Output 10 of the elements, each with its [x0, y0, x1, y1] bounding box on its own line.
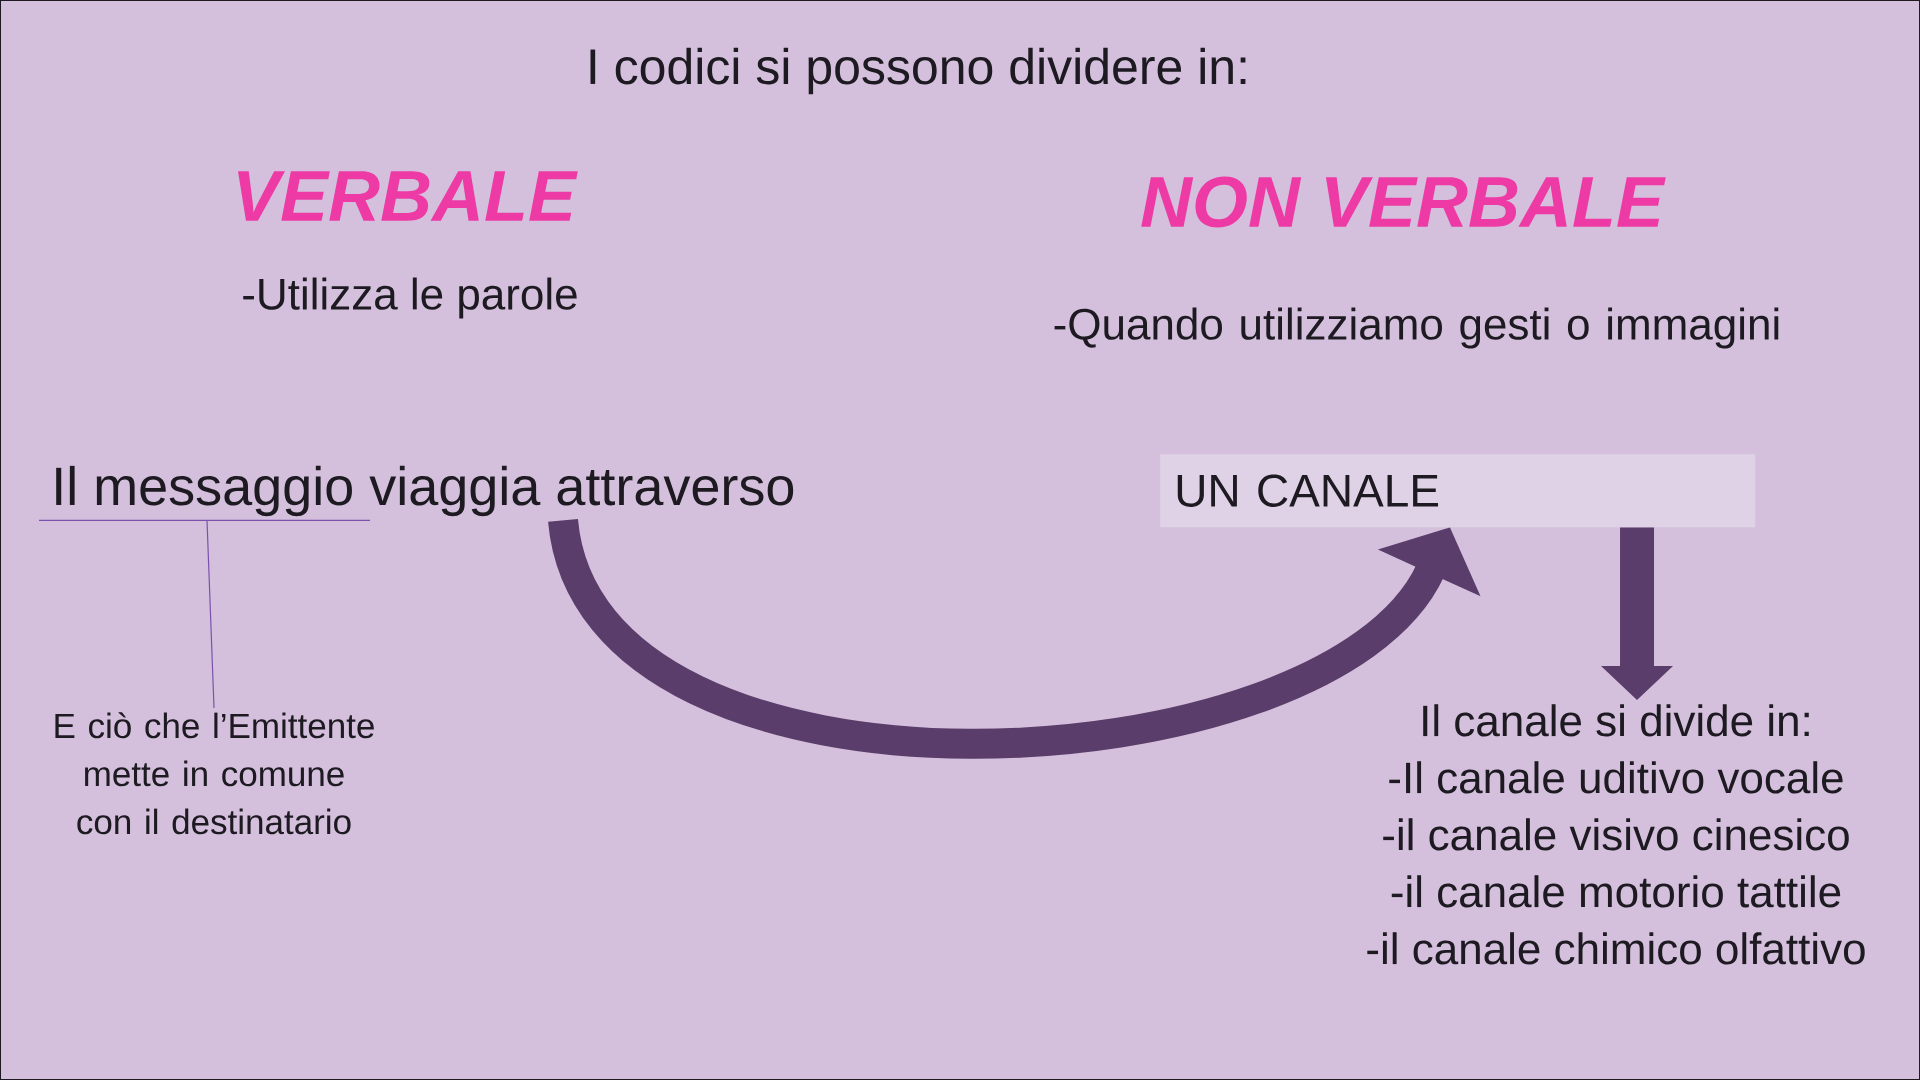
description: -Utilizza le parole [243, 277, 577, 319]
leader-line [38, 519, 371, 709]
canale-box: UN CANALE [1160, 454, 1756, 528]
heading: VERBALE [238, 171, 578, 221]
description: -Quando utilizziamo gesti o immagini [1054, 307, 1779, 349]
title: I codici si possono dividere in: [590, 47, 1246, 95]
heading: NON VERBALE [1141, 176, 1666, 228]
list-text: Il canale si divide in: -Il canale uditivo vocale -il canale visivo cinesico -il canale motorio tattile -il canale chimico olfattivo [1367, 704, 1865, 965]
note-text: E ciò che l’Emittente mette in comune con il destinatario [55, 712, 374, 835]
message-text: Il messaggio viaggia attraverso [56, 465, 794, 517]
